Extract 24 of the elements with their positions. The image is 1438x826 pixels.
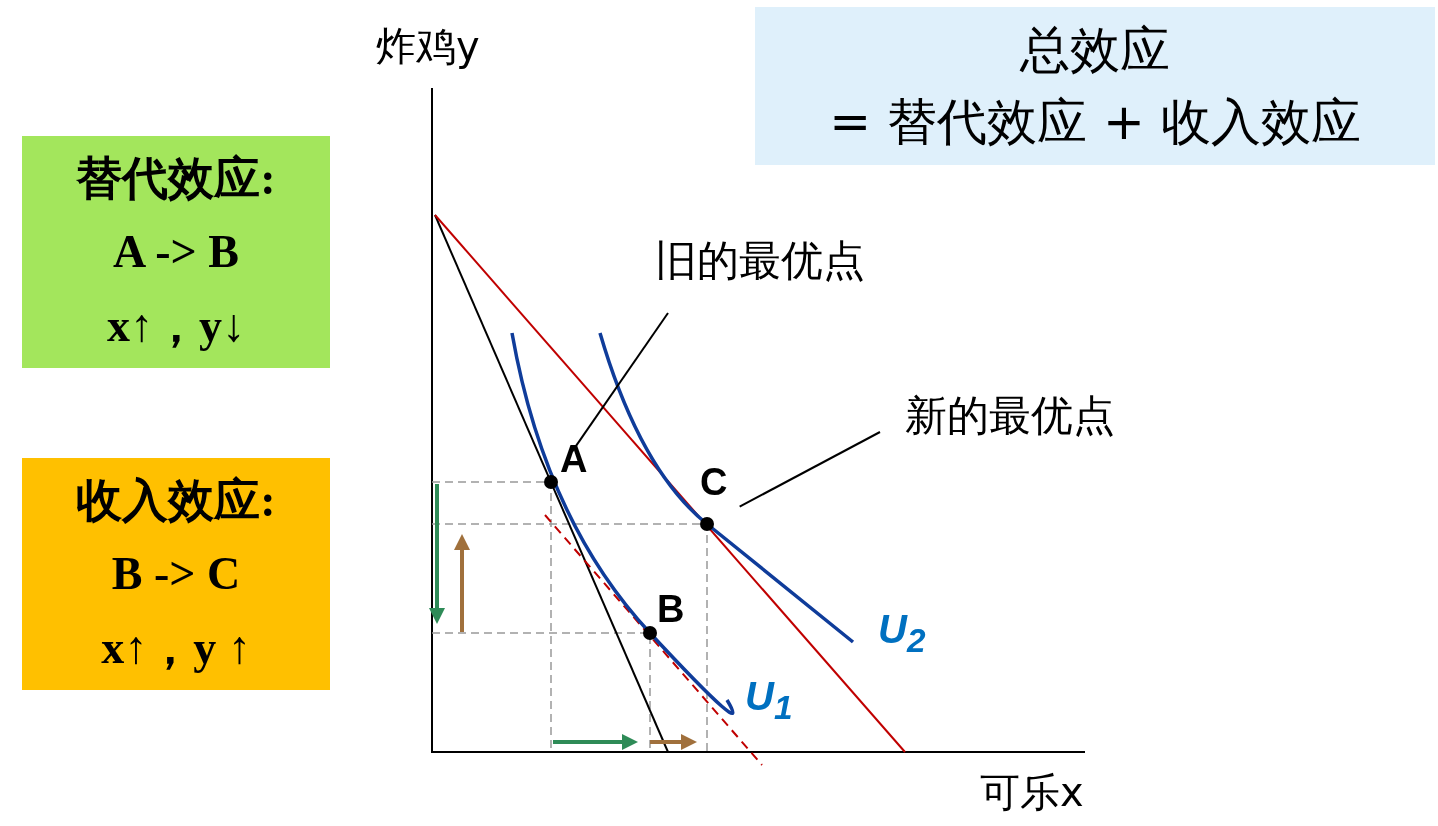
point-label: A (560, 440, 588, 478)
leader-line (738, 431, 881, 508)
point-dot (700, 517, 714, 531)
effect-text: B -> C (111, 547, 241, 602)
axis-label: 可乐x (980, 768, 1084, 816)
effect-text: A -> B (113, 225, 239, 280)
effect-panel (22, 458, 330, 690)
callout-text: 旧的最优点 (655, 236, 865, 287)
point-label: B (657, 590, 685, 628)
curve-label: U$_{2}$ (878, 606, 926, 661)
effect-panel (22, 136, 330, 368)
curve-label: U$_{1}$ (745, 673, 793, 728)
effect-text: = 替代效应 + 收入效应 (829, 92, 1361, 153)
effect-text: 收入效应: (76, 473, 276, 528)
effect-text: 总效应 (1020, 19, 1170, 81)
callout-text: 新的最优点 (905, 391, 1115, 442)
effect-panel (755, 7, 1435, 165)
effect-text: x↑，y ↑ (101, 620, 251, 675)
effect-text: 替代效应: (76, 151, 276, 206)
effect-text: x↑，y↓ (107, 298, 245, 353)
axis-label: 炸鸡y (376, 22, 480, 70)
point-dot (643, 626, 657, 640)
point-dot (544, 475, 558, 489)
point-label: C (700, 463, 728, 501)
